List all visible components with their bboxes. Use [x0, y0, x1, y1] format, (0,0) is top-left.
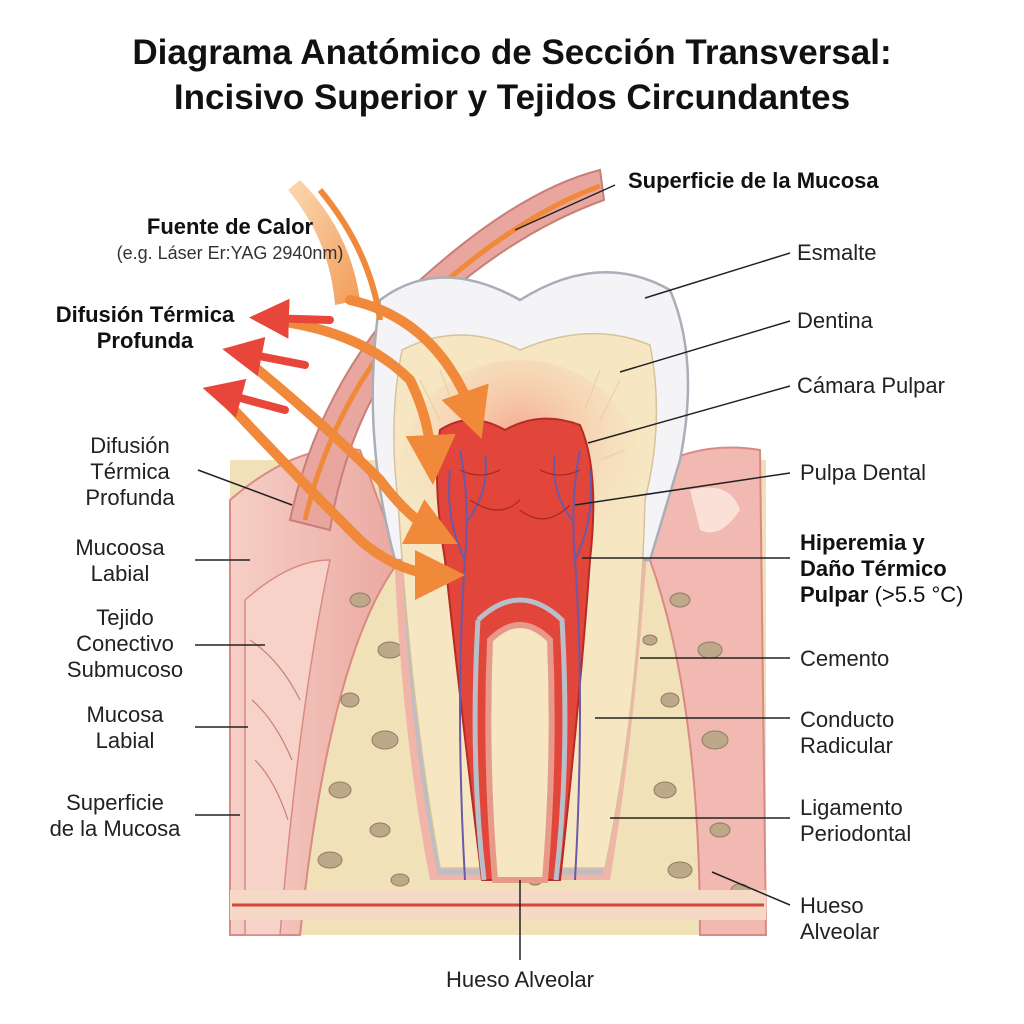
right-gingiva-inner — [690, 487, 740, 533]
title-line-1: Diagrama Anatómico de Sección Transversa… — [132, 33, 892, 72]
label-alveolar-bone-right-line-1: Hueso — [800, 893, 864, 918]
label-hyperemia-temp: (>5.5 °C) — [874, 582, 964, 607]
label-root-canal: Conducto Radicular — [800, 707, 894, 759]
label-pdl-line-1: Ligamento — [800, 795, 903, 820]
label-labial-mucosa-1: Mucoosa Labial — [50, 535, 190, 587]
label-deep-diffusion-line-1: Difusión — [90, 433, 170, 458]
heat-arrows — [202, 295, 489, 600]
label-labial-mucosa-2-line-1: Mucosa — [86, 702, 164, 727]
label-labial-mucosa-1-line-1: Mucoosa — [75, 535, 165, 560]
label-heat-source-line-1: Fuente de Calor — [146, 214, 314, 239]
label-pdl: Ligamento Periodontal — [800, 795, 911, 847]
label-cementum: Cemento — [800, 646, 890, 671]
label-dental-pulp: Pulpa Dental — [800, 460, 926, 485]
heat-source-beam — [288, 180, 360, 305]
label-submucosal-line-3: Submucoso — [66, 657, 184, 682]
label-hyperemia-line-3: Pulpar (>5.5 °C) — [800, 582, 963, 608]
root-dentin-core — [485, 622, 555, 883]
heat-arrow-back-1 — [249, 298, 334, 339]
label-pdl-line-2: Periodontal — [800, 821, 912, 846]
label-mucosa-surface-left-line-2: de la Mucosa — [49, 816, 181, 841]
label-heat-source-line-2: (e.g. Láser Er:YAG 2940nm) — [116, 243, 344, 263]
heat-arrow-back-3 — [202, 378, 289, 418]
label-hyperemia-line-1: Hiperemia y — [800, 530, 925, 555]
heat-arrow-3 — [235, 350, 458, 544]
leader-dental-pulp — [574, 472, 791, 506]
heat-arrow-4 — [215, 390, 465, 600]
label-deep-diffusion-line-2: Térmica — [90, 459, 170, 484]
label-mucosa-surface-top: Superficie de la Mucosa — [628, 168, 879, 193]
leader-pulp-chamber — [587, 385, 791, 444]
label-mucosa-surface-left: Superficie de la Mucosa — [30, 790, 200, 842]
label-labial-mucosa-2-line-2: Labial — [95, 728, 155, 753]
label-hyperemia-line-2: Daño Térmico — [800, 556, 947, 581]
root-canal-wall — [472, 597, 568, 881]
label-mucosa-surface-left-line-1: Superficie — [66, 790, 164, 815]
label-enamel: Esmalte — [797, 240, 877, 265]
leader-deep-diffusion — [197, 469, 293, 506]
label-root-canal-line-2: Radicular — [800, 733, 893, 758]
title-line-2: Incisivo Superior y Tejidos Circundantes — [173, 78, 851, 117]
label-deep-diffusion-line-3: Profunda — [85, 485, 175, 510]
leader-mucosa-surface-top — [514, 184, 616, 231]
label-heat-source: Fuente de Calor (e.g. Láser Er:YAG 2940n… — [100, 214, 360, 266]
label-submucosal: Tejido Conectivo Submucoso — [50, 605, 200, 683]
label-alveolar-bone-right-line-2: Alveolar — [800, 919, 880, 944]
heat-arrow-2 — [265, 315, 456, 485]
heat-arrow-back-2 — [222, 336, 309, 377]
label-alveolar-bone-right: Hueso Alveolar — [800, 893, 879, 945]
leader-enamel — [644, 252, 791, 299]
leader-lines — [195, 184, 791, 960]
leader-bone-right — [711, 871, 791, 906]
right-gingiva — [649, 446, 768, 936]
label-hyperemia-pulp: Pulpar — [800, 582, 869, 607]
label-deep-diffusion-bold-line-2: Profunda — [96, 328, 194, 353]
leader-dentin — [619, 320, 791, 373]
label-root-canal-line-1: Conducto — [800, 707, 895, 732]
diagram-title: Diagrama Anatómico de Sección Transversa… — [0, 30, 1024, 120]
label-deep-diffusion: Difusión Térmica Profunda — [60, 433, 200, 511]
label-deep-diffusion-bold-line-1: Difusión Térmica — [55, 302, 235, 327]
label-dentin: Dentina — [797, 308, 873, 333]
label-labial-mucosa-1-line-2: Labial — [90, 561, 150, 586]
label-labial-mucosa-2: Mucosa Labial — [60, 702, 190, 754]
label-alveolar-bone-bottom: Hueso Alveolar — [446, 967, 594, 992]
label-submucosal-line-1: Tejido — [96, 605, 154, 630]
heat-arrow-1 — [345, 295, 489, 439]
label-pulp-chamber: Cámara Pulpar — [797, 373, 945, 398]
pulp-capillaries — [459, 469, 581, 520]
label-submucosal-line-2: Conectivo — [76, 631, 174, 656]
label-deep-diffusion-bold: Difusión Térmica Profunda — [30, 302, 260, 354]
label-hyperemia: Hiperemia y Daño Térmico Pulpar (>5.5 °C… — [800, 530, 963, 608]
mucosa-fibers — [249, 639, 301, 821]
